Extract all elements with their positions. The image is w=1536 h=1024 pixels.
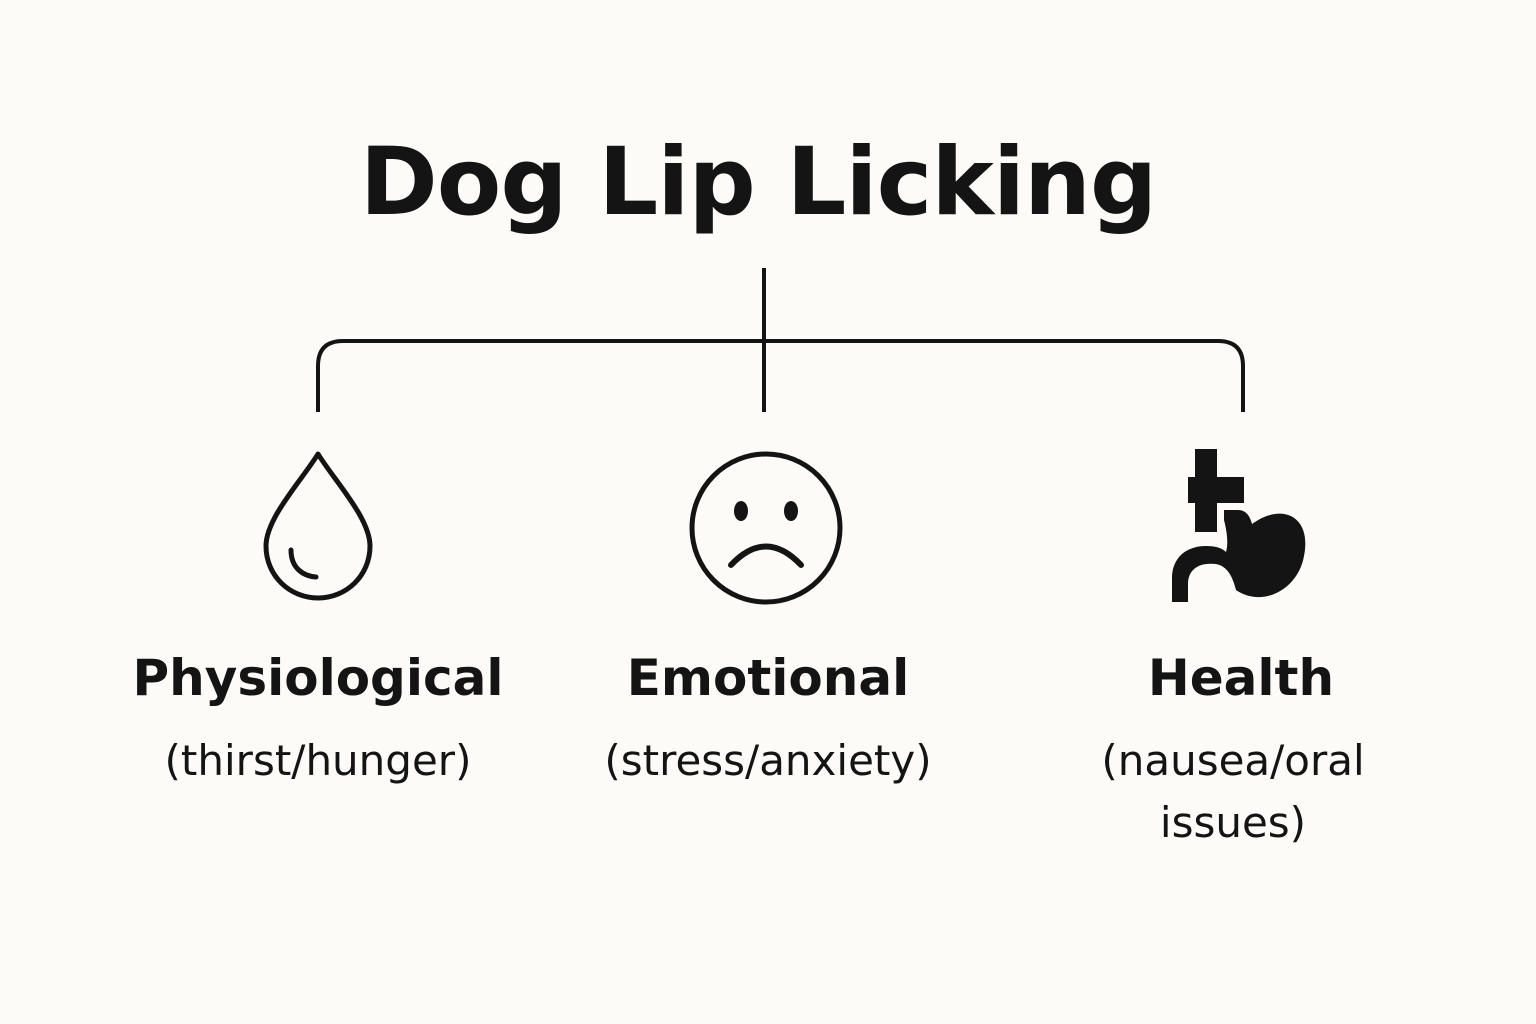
diagram-title: Dog Lip Licking [359,128,1158,237]
category-label-physiological: Physiological [132,649,504,707]
category-description-health: (nausea/oral issues) [1101,736,1365,847]
category-label-health: Health [1147,649,1335,707]
category-description-emotional: (stress/anxiety) [604,736,932,785]
category-label-emotional: Emotional [626,649,910,707]
water-drop-icon [263,451,373,601]
stomach-medical-cross-icon [1172,449,1306,602]
sad-face-icon [689,451,843,605]
branch-line [316,339,1245,412]
category-description-physiological: (thirst/hunger) [164,736,472,785]
